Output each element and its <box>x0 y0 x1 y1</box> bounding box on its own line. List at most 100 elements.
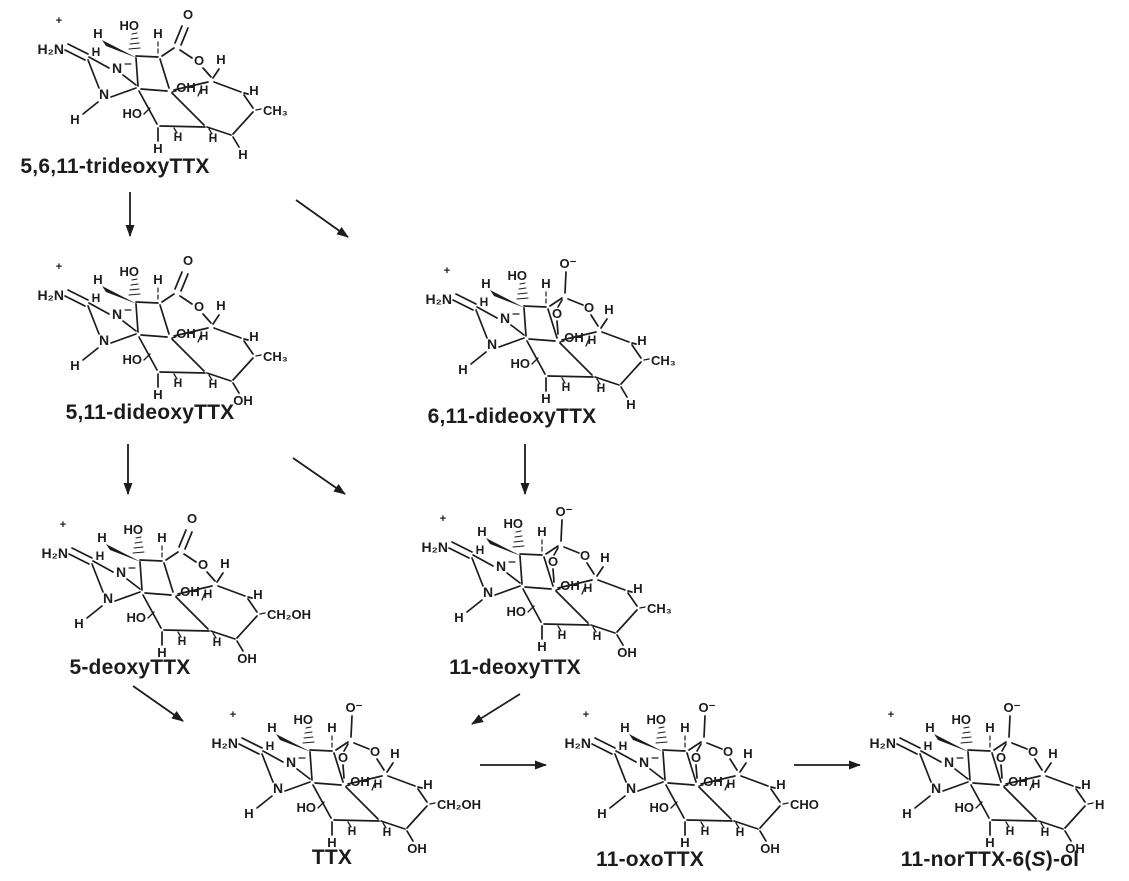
bond <box>620 361 642 385</box>
atom-label: HO <box>294 712 314 727</box>
bond <box>165 551 179 561</box>
bond <box>561 331 597 341</box>
atom-label: H <box>637 333 646 348</box>
bond <box>519 555 523 585</box>
bond <box>547 375 594 378</box>
bond <box>528 338 556 342</box>
bond <box>639 606 646 609</box>
atom-label: HO <box>127 610 147 625</box>
atom-label: OH <box>350 774 370 789</box>
bond <box>129 42 140 45</box>
bond <box>243 340 254 355</box>
atom-label: N <box>99 86 109 102</box>
bond <box>302 741 315 744</box>
bond <box>147 611 155 619</box>
bond <box>665 784 685 819</box>
atom-label: H <box>626 397 635 412</box>
atom-label: H <box>153 26 162 41</box>
bond <box>596 378 601 385</box>
wedge-bond <box>276 734 311 752</box>
bond <box>527 605 535 613</box>
atom-label: + <box>583 709 589 721</box>
bond <box>555 590 589 624</box>
bond <box>1034 758 1043 771</box>
atom-label: H <box>1006 824 1015 838</box>
atom-label: OH <box>703 774 723 789</box>
bond <box>770 788 781 803</box>
bond <box>967 749 991 752</box>
bond <box>134 541 143 544</box>
atom-label: N <box>487 336 497 352</box>
atom-label: H <box>216 52 225 67</box>
bond <box>656 736 667 739</box>
bond <box>627 592 638 607</box>
bond <box>256 795 273 809</box>
molecule-label-text: 6,11-dideoxyTTX <box>427 405 597 428</box>
bond <box>899 737 921 749</box>
bond <box>557 299 563 308</box>
bond <box>559 340 565 343</box>
bond <box>140 88 168 92</box>
atom-label: H <box>266 739 275 753</box>
atom-label: OH <box>180 584 200 599</box>
bond <box>564 271 567 294</box>
atom-label: N <box>103 590 113 606</box>
bond <box>347 775 383 785</box>
bond <box>131 32 138 35</box>
arrow-5-11-dideoxyttx-to-11-deoxyttx <box>292 457 346 495</box>
molecule-label: 6,11-dideoxyTTX <box>428 405 597 429</box>
bond <box>262 750 284 763</box>
bond <box>592 626 597 633</box>
atom-label: CH₃ <box>651 353 676 368</box>
bond <box>241 737 263 749</box>
bond <box>519 553 543 556</box>
bond <box>345 786 379 820</box>
atom-label: CH₃ <box>263 349 288 364</box>
bond <box>376 758 385 771</box>
bond <box>498 337 525 348</box>
atom-label: HO <box>504 516 524 531</box>
bond <box>597 579 626 591</box>
bond-group <box>64 271 262 394</box>
bond <box>960 741 973 744</box>
bond <box>724 782 729 791</box>
atom-label: O⁻ <box>346 700 363 715</box>
bond <box>92 560 114 573</box>
bond <box>991 752 1002 783</box>
bond <box>515 530 522 533</box>
atom-label: + <box>56 15 62 27</box>
atom-label: H <box>776 777 785 792</box>
atom-label: + <box>60 519 66 531</box>
atom-label: H <box>476 543 485 557</box>
atom-label: H <box>249 329 258 344</box>
bond <box>526 340 546 375</box>
atom-label: H <box>633 581 642 596</box>
bond-group <box>448 519 646 646</box>
atom-label: CH₃ <box>647 601 672 616</box>
bond <box>967 751 971 781</box>
atom-label: H <box>327 720 336 735</box>
atom-label: O⁻ <box>699 700 716 715</box>
atom-label: H <box>92 291 101 305</box>
atom-label: O <box>370 744 380 759</box>
bond <box>563 546 580 554</box>
bond <box>312 784 332 819</box>
atom-label: H <box>588 333 597 347</box>
bond <box>594 376 620 386</box>
bond <box>466 599 483 613</box>
bond <box>163 562 174 593</box>
atom-label: OH <box>176 80 196 95</box>
atom-label: + <box>56 261 62 273</box>
bond <box>255 354 262 357</box>
bond <box>643 358 650 361</box>
bond <box>581 586 586 595</box>
bond <box>350 715 353 738</box>
